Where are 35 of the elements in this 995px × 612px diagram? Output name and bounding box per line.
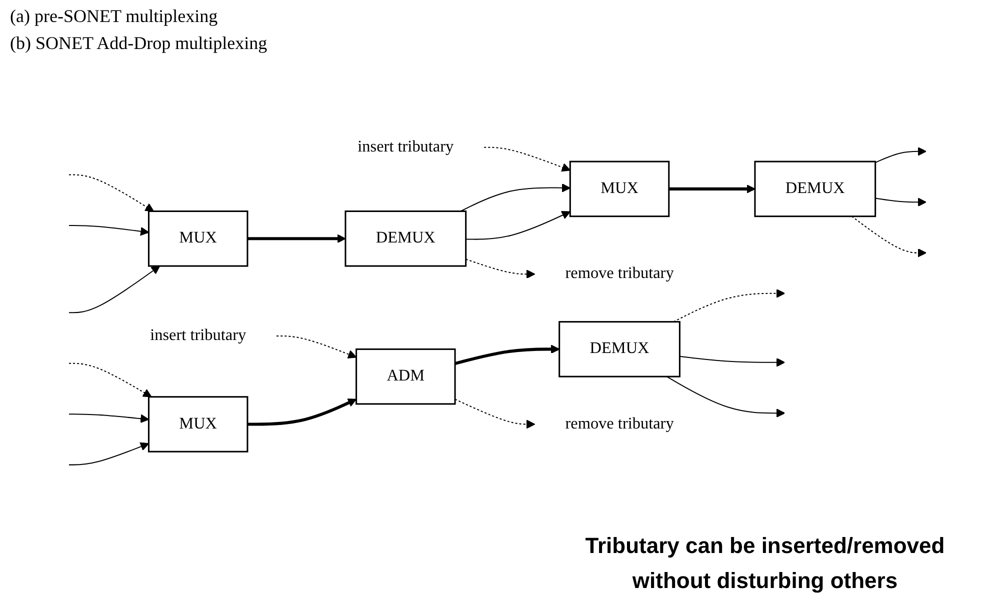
node-box: DEMUX <box>558 321 680 378</box>
arrow <box>680 356 786 367</box>
node-box: MUX <box>148 210 248 267</box>
arrow <box>666 376 786 418</box>
arrow <box>68 442 150 466</box>
arrow <box>276 336 357 358</box>
section-heading: (a) pre-SONET multiplexing <box>10 6 219 27</box>
node-box: DEMUX <box>754 160 876 218</box>
node-box: DEMUX <box>344 210 467 267</box>
arrow <box>875 146 926 163</box>
arrow <box>68 174 154 212</box>
arrow <box>673 288 786 322</box>
arrow <box>875 198 926 207</box>
node-text: insert tributary <box>150 326 246 344</box>
node-box: MUX <box>569 160 670 218</box>
arrow <box>247 398 357 426</box>
arrow <box>460 183 571 212</box>
note-text: Tributary can be inserted/removed without disturbing others <box>584 532 946 595</box>
node-text: remove tributary <box>565 415 674 432</box>
arrow <box>68 362 152 398</box>
arrow <box>668 184 756 194</box>
arrow <box>68 414 150 424</box>
section-heading: (b) SONET Add-Drop multiplexing <box>10 33 268 54</box>
arrow <box>466 258 536 279</box>
arrow <box>852 216 926 258</box>
arrow <box>454 344 560 366</box>
node-box: MUX <box>148 396 248 452</box>
arrow <box>466 210 571 240</box>
arrow <box>68 224 150 236</box>
arrow <box>247 234 346 244</box>
node-text: remove tributary <box>565 265 674 282</box>
arrow <box>68 266 160 314</box>
node-box: ADM <box>356 348 456 405</box>
arrow <box>484 146 571 172</box>
node-text: insert tributary <box>358 138 454 156</box>
